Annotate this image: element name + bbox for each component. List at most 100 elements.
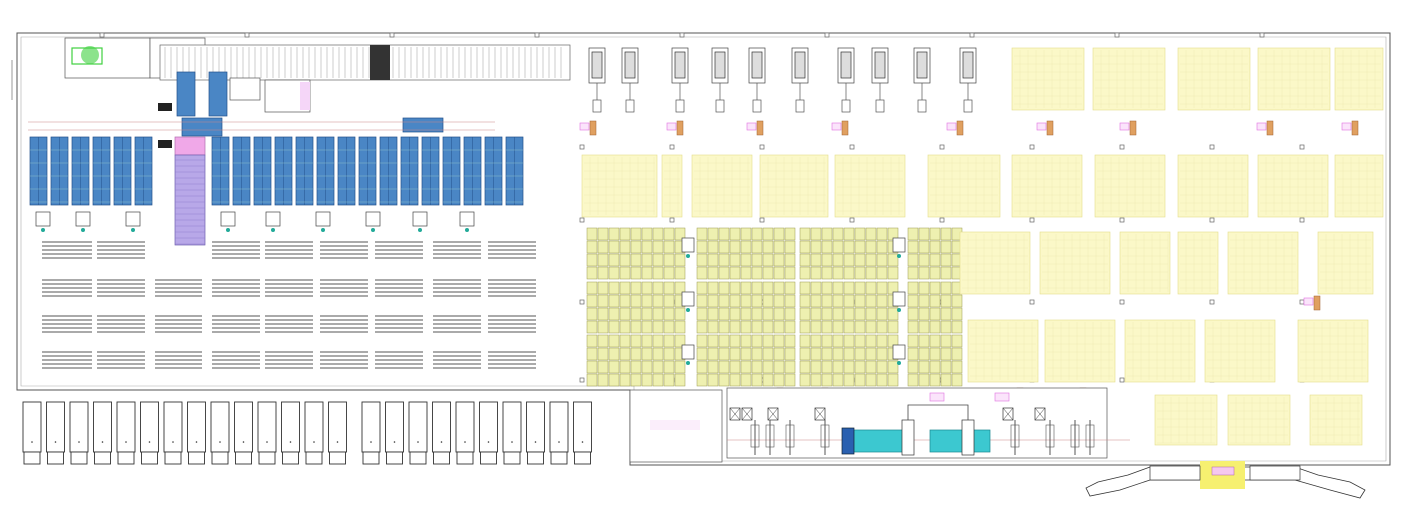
grid-cell: [663, 347, 675, 361]
column-marker: [1029, 299, 1035, 305]
grid-cell: [674, 334, 686, 348]
truck-marker: [289, 441, 292, 443]
column-marker: [1259, 32, 1265, 38]
grid-cell: [652, 227, 664, 241]
grid-cell: [799, 347, 811, 361]
truck-cab: [211, 451, 229, 465]
truck-marker: [31, 441, 33, 443]
grid-cell: [821, 294, 833, 308]
grid-cell: [918, 266, 930, 280]
yellow-storage-block: [959, 231, 1031, 295]
grid-cell: [619, 281, 631, 295]
grid-cell: [810, 347, 822, 361]
yellow-storage-block: [691, 154, 753, 218]
grid-cell: [784, 266, 796, 280]
grid-cell: [940, 281, 952, 295]
robot-marker: [686, 254, 690, 258]
truck-cab: [164, 451, 182, 465]
grid-cell: [918, 294, 930, 308]
grid-cell: [619, 294, 631, 308]
robot-marker: [131, 228, 135, 232]
grid-cell: [854, 334, 866, 348]
grid-cell: [940, 227, 952, 241]
grid-cell: [619, 360, 631, 374]
grid-cell: [696, 334, 708, 348]
grid-cell: [832, 347, 844, 361]
robot-marker: [226, 228, 230, 232]
grid-cell: [630, 307, 642, 321]
robot-marker: [897, 308, 901, 312]
machine-core: [674, 51, 686, 79]
process-frame: [785, 424, 795, 448]
robot-unit: [681, 291, 695, 307]
column-marker: [579, 144, 585, 150]
yellow-storage-block: [1257, 47, 1331, 111]
grid-cell: [940, 334, 952, 348]
grid-cell: [951, 320, 963, 334]
grid-cell: [799, 266, 811, 280]
column-marker: [1299, 299, 1305, 305]
machine-base: [875, 99, 885, 113]
grid-cell: [940, 266, 952, 280]
truck-marker: [440, 441, 443, 443]
grid-cell: [641, 334, 653, 348]
grid-cell: [887, 266, 899, 280]
truck-trailer: [163, 401, 183, 453]
grid-cell: [707, 294, 719, 308]
grid-cell: [674, 281, 686, 295]
truck-marker: [336, 441, 339, 443]
robot-unit: [681, 237, 695, 253]
truck-marker: [101, 441, 104, 443]
grid-cell: [707, 266, 719, 280]
grid-cell: [832, 360, 844, 374]
grid-cell: [843, 347, 855, 361]
yellow-storage-block: [1177, 47, 1251, 111]
grid-cell: [799, 360, 811, 374]
grid-cell: [707, 347, 719, 361]
grid-cell: [784, 320, 796, 334]
machine-base: [841, 99, 851, 113]
robot-unit: [35, 211, 51, 227]
grid-cell: [751, 347, 763, 361]
truck-cab: [329, 451, 346, 465]
grid-cell: [751, 373, 763, 387]
grid-cell: [619, 227, 631, 241]
grid-cell: [784, 307, 796, 321]
pipe: [907, 404, 969, 420]
pink-tag: [666, 122, 677, 131]
column-marker: [759, 217, 765, 223]
grid-cell: [843, 227, 855, 241]
grid-cell: [832, 253, 844, 267]
column-marker: [579, 217, 585, 223]
truck-marker: [393, 441, 396, 443]
crate-cross: [729, 407, 741, 421]
pink-tag: [831, 122, 842, 131]
grid-cell: [718, 334, 730, 348]
truck-trailer: [210, 401, 230, 453]
grid-cell: [799, 307, 811, 321]
column-marker: [1299, 144, 1305, 150]
pink-tag: [746, 122, 757, 131]
grid-cell: [608, 227, 620, 241]
grid-cell: [918, 373, 930, 387]
grid-cell: [630, 266, 642, 280]
grid-cell: [821, 227, 833, 241]
tank-header: [841, 427, 855, 455]
grid-cell: [854, 360, 866, 374]
machine-core: [874, 51, 886, 79]
truck-marker: [125, 441, 127, 443]
grid-cell: [663, 240, 675, 254]
grid-cell: [630, 281, 642, 295]
grid-cell: [762, 281, 774, 295]
truck-trailer: [455, 401, 475, 453]
truck-marker: [534, 441, 537, 443]
grid-cell: [729, 253, 741, 267]
grid-cell: [718, 253, 730, 267]
grid-cell: [865, 294, 877, 308]
truck-cab: [550, 451, 568, 465]
grid-cell: [641, 227, 653, 241]
machine-core: [751, 51, 763, 79]
grid-cell: [940, 307, 952, 321]
grid-cell: [608, 294, 620, 308]
